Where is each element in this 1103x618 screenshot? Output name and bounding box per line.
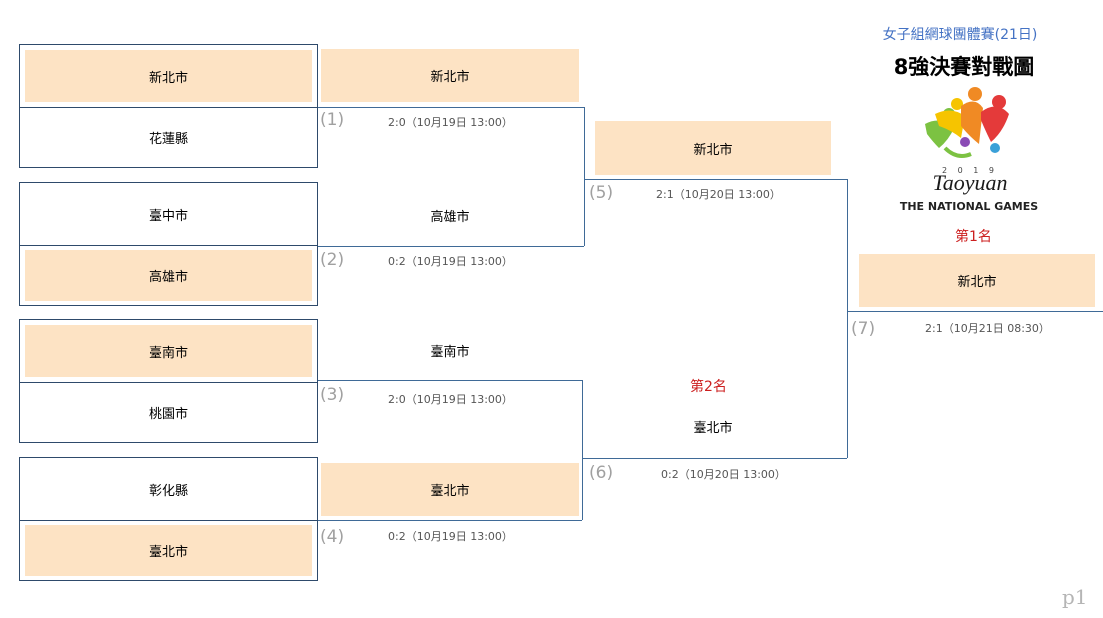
- match-score: 0:2（10月20日 13:00）: [661, 468, 786, 481]
- round1-team-8: 臺北市: [19, 520, 318, 581]
- connector-line: [584, 107, 585, 246]
- second-place-label: 第2名: [690, 379, 727, 395]
- connector-line: [847, 179, 848, 458]
- round1-team-3: 臺中市: [19, 182, 318, 246]
- connector-line: [584, 179, 847, 180]
- round1-team-7: 彰化縣: [19, 457, 318, 521]
- round2-winner-4-highlight: [321, 463, 579, 516]
- round2-winner-1: 新北市: [430, 70, 470, 85]
- match-number: (6): [589, 463, 614, 483]
- winner-highlight: [25, 50, 312, 102]
- connector-line: [318, 520, 582, 521]
- round2-winner-1-highlight: [321, 49, 579, 102]
- connector-line: [318, 380, 582, 381]
- round3-winner-1-highlight: [595, 121, 831, 175]
- team-name: 桃園市: [148, 407, 188, 422]
- match-score: 2:0（10月19日 13:00）: [388, 393, 513, 406]
- match-score: 0:2（10月19日 13:00）: [388, 530, 513, 543]
- match-number: (5): [589, 183, 614, 203]
- round1-team-2: 花蓮縣: [19, 107, 318, 168]
- round1-team-5: 臺南市: [19, 319, 318, 383]
- page-title: 8強決賽對戰圖: [893, 55, 1035, 79]
- logo-tagline: THE NATIONAL GAMES: [899, 200, 1039, 213]
- round3-winner-1: 新北市: [693, 142, 733, 158]
- champion: 新北市: [957, 275, 997, 290]
- connector-line: [582, 380, 583, 520]
- team-name: 新北市: [148, 70, 188, 86]
- team-name: 臺中市: [148, 208, 188, 224]
- match-number: (1): [320, 110, 345, 130]
- team-name: 高雄市: [148, 270, 188, 285]
- round1-team-6: 桃園市: [19, 382, 318, 443]
- connector-line: [318, 246, 584, 247]
- round2-winner-4: 臺北市: [430, 484, 470, 499]
- match-score: 0:2（10月19日 13:00）: [388, 255, 513, 268]
- team-name: 臺北市: [148, 545, 188, 560]
- first-place-label: 第1名: [955, 229, 992, 245]
- connector-line: [847, 311, 1103, 312]
- logo-year: 2 0 1 9: [942, 166, 998, 175]
- mascot-figures-icon: [925, 87, 1009, 158]
- winner-highlight: [25, 525, 312, 576]
- winner-highlight: [25, 325, 312, 377]
- connector-line: [582, 458, 847, 459]
- round3-winner-2: 臺北市: [693, 420, 733, 436]
- match-number: (7): [851, 319, 876, 339]
- match-score: 2:0（10月19日 13:00）: [388, 116, 513, 129]
- champion-highlight: [859, 254, 1095, 307]
- match-number: (2): [320, 250, 345, 270]
- winner-highlight: [25, 250, 312, 301]
- connector-line: [318, 107, 584, 108]
- page-number: p1: [1062, 585, 1088, 609]
- match-number: (3): [320, 385, 345, 405]
- match-score: 2:1（10月20日 13:00）: [656, 188, 781, 201]
- team-name: 花蓮縣: [148, 132, 188, 147]
- taoyuan-games-logo: 2 0 1 9 Taoyuan: [905, 86, 1035, 216]
- round2-winner-2: 高雄市: [430, 209, 470, 225]
- match-score: 2:1（10月21日 08:30）: [925, 322, 1050, 335]
- round1-team-4: 高雄市: [19, 245, 318, 306]
- match-number: (4): [320, 527, 345, 547]
- page-subtitle: 女子組網球團體賽(21日): [882, 27, 1038, 43]
- round2-winner-3: 臺南市: [430, 344, 470, 360]
- logo-name: Taoyuan: [932, 170, 1008, 195]
- team-name: 彰化縣: [148, 483, 188, 499]
- team-name: 臺南市: [148, 345, 188, 361]
- round1-team-1: 新北市: [19, 44, 318, 108]
